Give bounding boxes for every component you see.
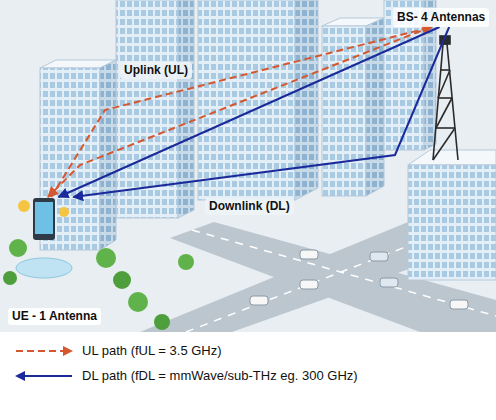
tree	[3, 239, 194, 330]
ground	[0, 0, 496, 332]
legend-line	[22, 375, 72, 377]
tree	[154, 314, 170, 330]
tree	[113, 271, 131, 289]
base-station-label: BS- 4 Antennas	[393, 8, 489, 27]
ground	[0, 0, 496, 332]
phone-icon	[35, 202, 53, 234]
legend-text: UL path (fUL = 3.5 GHz)	[82, 343, 222, 358]
base-station-tower	[436, 98, 452, 128]
fountain	[16, 258, 72, 278]
base-station-tower	[433, 128, 455, 160]
building	[178, 0, 194, 218]
legend-row: DL path (fDL = mmWave/sub-THz eg. 300 GH…	[14, 363, 358, 388]
base-station-tower	[433, 44, 458, 160]
base-station-tower	[440, 69, 450, 71]
phone-icon	[18, 198, 69, 240]
legend-sample	[14, 344, 74, 358]
edge-label: Downlink (DL)	[205, 198, 294, 215]
base-station-tower	[438, 97, 452, 99]
legend-sample	[14, 369, 74, 383]
legend-line	[16, 350, 66, 352]
user-equipment-label: UE - 1 Antenna	[8, 197, 105, 325]
tree	[178, 254, 194, 270]
downlink-path	[58, 27, 439, 197]
building	[408, 150, 496, 165]
building	[408, 165, 496, 280]
building	[295, 0, 318, 200]
tree	[3, 271, 17, 285]
car	[380, 278, 398, 287]
phone-icon	[18, 200, 30, 212]
base-station-tower	[438, 70, 450, 98]
legend-row: UL path (fUL = 3.5 GHz)	[14, 338, 358, 363]
base-station-tower	[436, 127, 455, 129]
edge-label: Uplink (UL)	[120, 62, 192, 79]
building	[366, 18, 384, 196]
phone-icon	[33, 198, 55, 240]
fountain	[16, 258, 72, 278]
tree	[9, 239, 27, 257]
legend: UL path (fUL = 3.5 GHz) DL path (fDL = mm…	[14, 338, 358, 388]
legend-text: DL path (fDL = mmWave/sub-THz eg. 300 GH…	[82, 368, 358, 383]
car	[300, 250, 318, 259]
uplink-path	[48, 27, 431, 197]
legend-arrowhead	[63, 346, 73, 356]
phone-icon	[59, 207, 69, 217]
uplink-path	[51, 27, 432, 197]
tree	[96, 248, 116, 268]
building	[322, 26, 366, 196]
legend-arrowhead	[15, 371, 25, 381]
node-text: BS- 4 Antennas	[397, 10, 485, 25]
building	[40, 0, 496, 280]
car	[250, 296, 268, 305]
tree	[128, 292, 148, 312]
car	[300, 280, 318, 289]
car	[450, 300, 468, 309]
downlink-path	[73, 27, 449, 197]
car	[370, 252, 388, 261]
node-text: UE - 1 Antenna	[8, 308, 101, 325]
